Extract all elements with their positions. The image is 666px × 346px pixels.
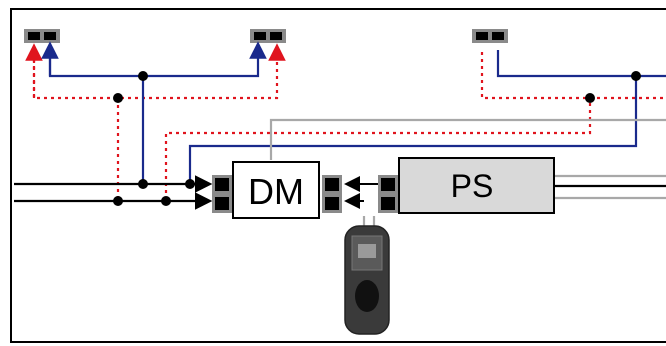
dm-label: DM <box>248 171 304 212</box>
ps-module: PS <box>378 157 555 214</box>
blue-control-wire <box>41 41 666 184</box>
red-feedback-wire <box>25 43 666 200</box>
junction-dots <box>113 71 641 206</box>
connector-icon <box>250 29 286 43</box>
black-bus-wire <box>14 175 666 210</box>
diagram-frame <box>10 8 666 343</box>
ps-label: PS <box>451 168 494 204</box>
connector-icon <box>24 29 60 43</box>
connector-icon <box>472 29 508 43</box>
handheld-meter-icon <box>344 225 390 335</box>
dm-module: DM <box>212 161 342 219</box>
